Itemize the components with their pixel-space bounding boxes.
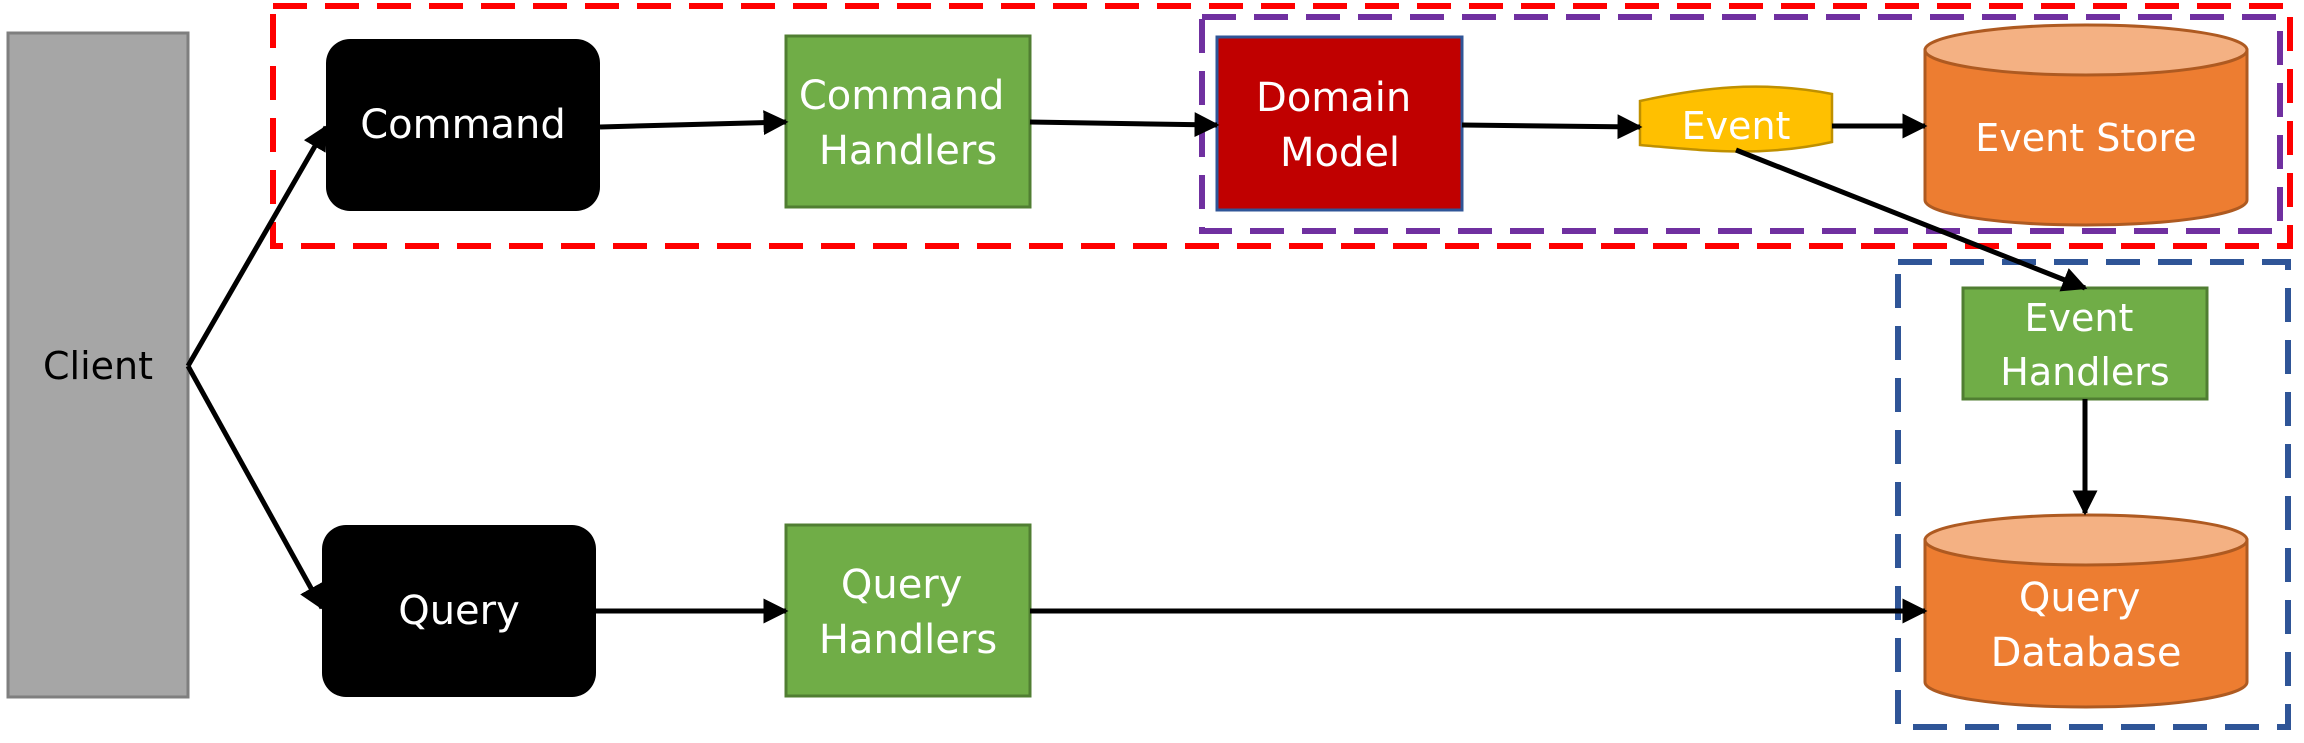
arrow-domain-to-event — [1461, 114, 1643, 140]
arrow-command-to-handlers — [599, 110, 789, 136]
client-node[interactable]: Client — [6, 31, 190, 699]
domain-model-line2: Model — [1280, 130, 1400, 176]
event-store-top — [1923, 23, 2249, 77]
command-handlers-box — [784, 34, 1032, 209]
query-box — [322, 525, 596, 697]
command-box — [326, 39, 600, 211]
arrow-client-to-query — [185, 364, 325, 611]
event-handlers-label: Event Handlers — [2000, 296, 2169, 394]
event-store-body — [1923, 48, 2249, 227]
query-handlers-line1: Query — [841, 562, 963, 608]
query-handlers-line2: Handlers — [819, 617, 997, 663]
command-handlers-label: Command Handlers — [799, 73, 1017, 174]
client-box — [6, 31, 190, 699]
arrow-client-to-command — [185, 124, 329, 368]
query-database-body — [1923, 538, 2249, 709]
query-node[interactable]: Query — [322, 525, 596, 697]
command-handlers-node[interactable]: Command Handlers — [784, 34, 1032, 209]
query-handlers-label: Query Handlers — [819, 562, 997, 663]
command-label: Command — [360, 102, 566, 148]
command-side-boundary — [270, 3, 2293, 249]
domain-model-box — [1215, 35, 1464, 212]
client-label: Client — [43, 344, 153, 388]
query-handlers-box — [784, 523, 1032, 698]
event-handlers-node[interactable]: Event Handlers — [1961, 286, 2209, 401]
query-database-line1: Query — [2019, 575, 2141, 621]
query-database-top — [1923, 513, 2249, 567]
arrow-event-to-event-handlers — [1735, 147, 2088, 292]
query-label: Query — [398, 588, 520, 634]
domain-model-node[interactable]: Domain Model — [1215, 35, 1464, 212]
command-node[interactable]: Command — [326, 39, 600, 211]
query-handlers-node[interactable]: Query Handlers — [784, 523, 1032, 698]
event-store-node[interactable]: Event Store — [1923, 23, 2249, 227]
command-handlers-line2: Handlers — [819, 128, 997, 174]
command-handlers-line1: Command — [799, 73, 1005, 119]
event-handlers-line1: Event — [2025, 296, 2134, 340]
query-side-boundary — [1895, 259, 2291, 730]
domain-model-label: Domain Model — [1256, 75, 1424, 176]
query-database-label: Query Database — [1991, 575, 2182, 676]
arrow-handlers-to-domain — [1029, 112, 1220, 138]
event-label: Event — [1682, 104, 1791, 148]
domain-model-line1: Domain — [1256, 75, 1411, 121]
query-database-line2: Database — [1991, 630, 2182, 676]
event-handlers-line2: Handlers — [2000, 350, 2169, 394]
event-banner — [1638, 85, 1834, 153]
connectors — [185, 110, 2098, 624]
event-store-label: Event Store — [1975, 116, 2196, 160]
query-database-node[interactable]: Query Database — [1923, 513, 2249, 709]
event-node[interactable]: Event — [1638, 85, 1834, 153]
